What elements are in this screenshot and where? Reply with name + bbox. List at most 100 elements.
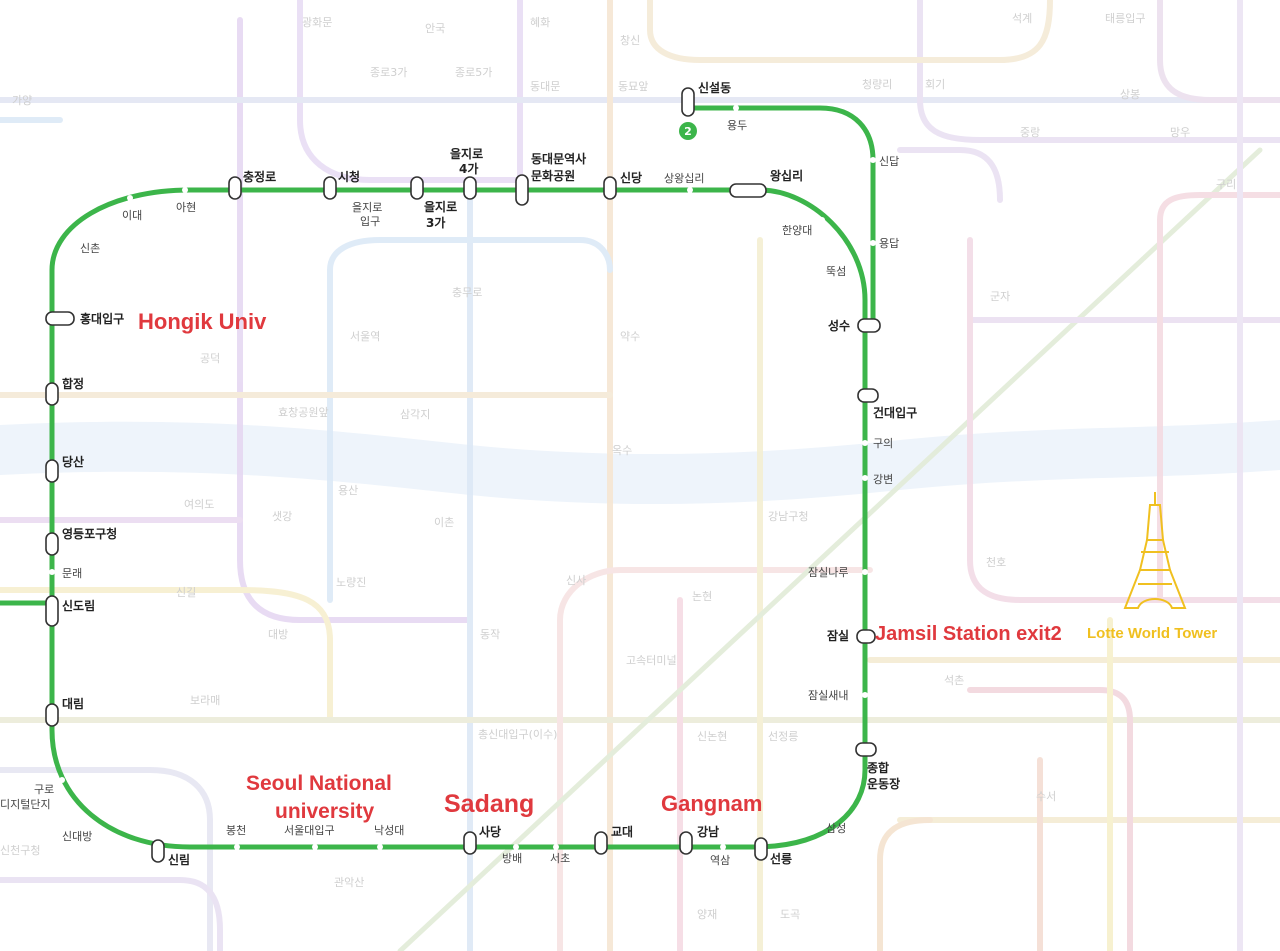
- station-gyodae[interactable]: 교대: [611, 825, 633, 839]
- station-sports-complex-1[interactable]: 종합: [867, 760, 889, 775]
- bg-label: 회기: [925, 78, 945, 91]
- bg-label: 군자: [990, 290, 1010, 303]
- bg-label: 서울역: [350, 330, 380, 343]
- station-euljiro4-b[interactable]: 4가: [459, 161, 478, 176]
- station-mullae[interactable]: 문래: [62, 567, 82, 580]
- bg-label: 여의도: [184, 498, 214, 511]
- station-sindaebang[interactable]: 신대방: [62, 830, 92, 843]
- station-euljiro4-a[interactable]: 을지로: [450, 146, 483, 161]
- bg-label: 효창공원앞: [278, 406, 329, 419]
- station-seongsu[interactable]: 성수: [828, 319, 850, 333]
- bg-label: 삼각지: [400, 408, 430, 421]
- bg-label: 보라매: [190, 694, 220, 707]
- bg-label: 선정릉: [768, 730, 798, 743]
- station-daerim[interactable]: 대림: [62, 697, 84, 711]
- bg-label: 종로5가: [455, 66, 492, 79]
- bg-label: 샛강: [272, 510, 292, 523]
- line2-badge-number: 2: [684, 125, 692, 138]
- station-guro-1[interactable]: 구로: [34, 783, 54, 796]
- bg-label: 관악산: [334, 876, 364, 889]
- station-snu[interactable]: 서울대입구: [284, 824, 335, 837]
- bg-label: 신길: [176, 586, 196, 599]
- bg-label: 대방: [268, 628, 288, 641]
- station-sinseoldong[interactable]: 신설동: [698, 80, 731, 95]
- station-guro-2[interactable]: 디지털단지: [0, 798, 51, 811]
- bg-label: 강남구청: [768, 510, 808, 523]
- station-samseong[interactable]: 삼성: [826, 822, 846, 835]
- station-cityhall[interactable]: 시청: [338, 169, 360, 184]
- station-hapjeong[interactable]: 합정: [62, 376, 84, 391]
- bg-label: 옥수: [612, 444, 632, 457]
- station-dangsan[interactable]: 당산: [62, 454, 84, 469]
- station-euljiro1-b[interactable]: 입구: [360, 215, 380, 228]
- station-sindap[interactable]: 신답: [879, 155, 899, 168]
- bg-label: 종로3가: [370, 66, 407, 79]
- station-ttukseom[interactable]: 뚝섬: [826, 265, 846, 278]
- bg-label: 고속터미널: [626, 654, 677, 667]
- background-labels: 광화문 안국 혜화 종로3가 종로5가 동대문 동묘앞 창신 청량리 회기 석계…: [0, 12, 1236, 921]
- station-euljiro3-b[interactable]: 3가: [426, 215, 445, 230]
- station-hanyang[interactable]: 한양대: [782, 224, 812, 237]
- station-jamsilsaenae[interactable]: 잠실새내: [808, 689, 848, 702]
- bg-label: 신논현: [697, 730, 727, 743]
- station-sindang[interactable]: 신당: [620, 170, 642, 185]
- station-ddp-2[interactable]: 문화공원: [531, 168, 575, 183]
- station-ewha[interactable]: 이대: [122, 209, 142, 222]
- station-yeongdeungpo[interactable]: 영등포구청: [62, 526, 117, 541]
- station-sadang[interactable]: 사당: [479, 824, 501, 839]
- station-wangsimni[interactable]: 왕십리: [770, 168, 803, 183]
- bg-label: 이촌: [434, 516, 454, 529]
- bg-label: 광화문: [302, 16, 332, 29]
- bg-label: 수서: [1036, 790, 1056, 803]
- station-konkuk[interactable]: 건대입구: [873, 405, 917, 420]
- station-bangbae[interactable]: 방배: [502, 852, 522, 865]
- station-euljiro1-a[interactable]: 을지로: [352, 201, 382, 214]
- station-hongdae[interactable]: 홍대입구: [80, 311, 124, 326]
- bg-label: 공덕: [200, 352, 220, 365]
- station-ahyeon[interactable]: 아현: [176, 201, 196, 214]
- station-jamsilnaru[interactable]: 잠실나루: [808, 566, 848, 579]
- station-nakseongdae[interactable]: 낙성대: [374, 824, 404, 837]
- annotation-snu-2: university: [275, 800, 375, 823]
- annotation-gangnam: Gangnam: [661, 791, 762, 816]
- bg-label: 동대문: [530, 80, 560, 93]
- station-bongcheon[interactable]: 봉천: [226, 823, 246, 837]
- station-seocho[interactable]: 서초: [550, 852, 570, 865]
- transfer-markers: [45, 87, 881, 863]
- bg-label: 도곡: [780, 908, 800, 921]
- station-ddp-1[interactable]: 동대문역사: [531, 151, 586, 166]
- station-sports-complex-2[interactable]: 운동장: [867, 776, 900, 791]
- bg-label: 용산: [338, 484, 358, 497]
- station-yongdu[interactable]: 용두: [727, 119, 747, 132]
- annotation-jamsil: Jamsil Station exit2: [875, 623, 1062, 645]
- line2-station-labels: 신설동 용두 신답 용답 성수 건대입구 구의 강변 잠실나루 잠실 잠실새내 …: [0, 80, 917, 867]
- line2-badge: [679, 122, 697, 140]
- station-jamsil[interactable]: 잠실: [827, 628, 849, 643]
- station-euljiro3-a[interactable]: 을지로: [424, 199, 457, 214]
- station-sillim[interactable]: 신림: [168, 852, 190, 867]
- bg-label: 청량리: [862, 78, 892, 91]
- annotation-lotte: Lotte World Tower: [1087, 625, 1217, 642]
- annotation-snu-1: Seoul National: [246, 772, 392, 795]
- station-sangwangsimni[interactable]: 상왕십리: [664, 172, 704, 185]
- bg-label: 신천구청: [0, 843, 40, 857]
- station-sinchon[interactable]: 신촌: [80, 242, 100, 255]
- station-guui[interactable]: 구의: [873, 437, 893, 450]
- station-sindorim[interactable]: 신도림: [62, 598, 95, 613]
- bg-label: 충무로: [452, 286, 482, 299]
- bg-label: 창신: [620, 34, 640, 47]
- station-seolleung[interactable]: 선릉: [770, 851, 792, 866]
- station-gangnam[interactable]: 강남: [697, 824, 719, 839]
- station-yeoksam[interactable]: 역삼: [710, 854, 730, 867]
- station-chungjeongno[interactable]: 충정로: [243, 169, 276, 184]
- river: [0, 420, 1280, 505]
- bg-label: 태릉입구: [1105, 12, 1145, 25]
- station-yongdap[interactable]: 용답: [879, 237, 899, 250]
- station-gangbyeon[interactable]: 강변: [873, 473, 893, 486]
- bg-label: 천호: [986, 555, 1006, 569]
- bg-label: 약수: [620, 329, 640, 343]
- annotation-hongik: Hongik Univ: [138, 309, 267, 334]
